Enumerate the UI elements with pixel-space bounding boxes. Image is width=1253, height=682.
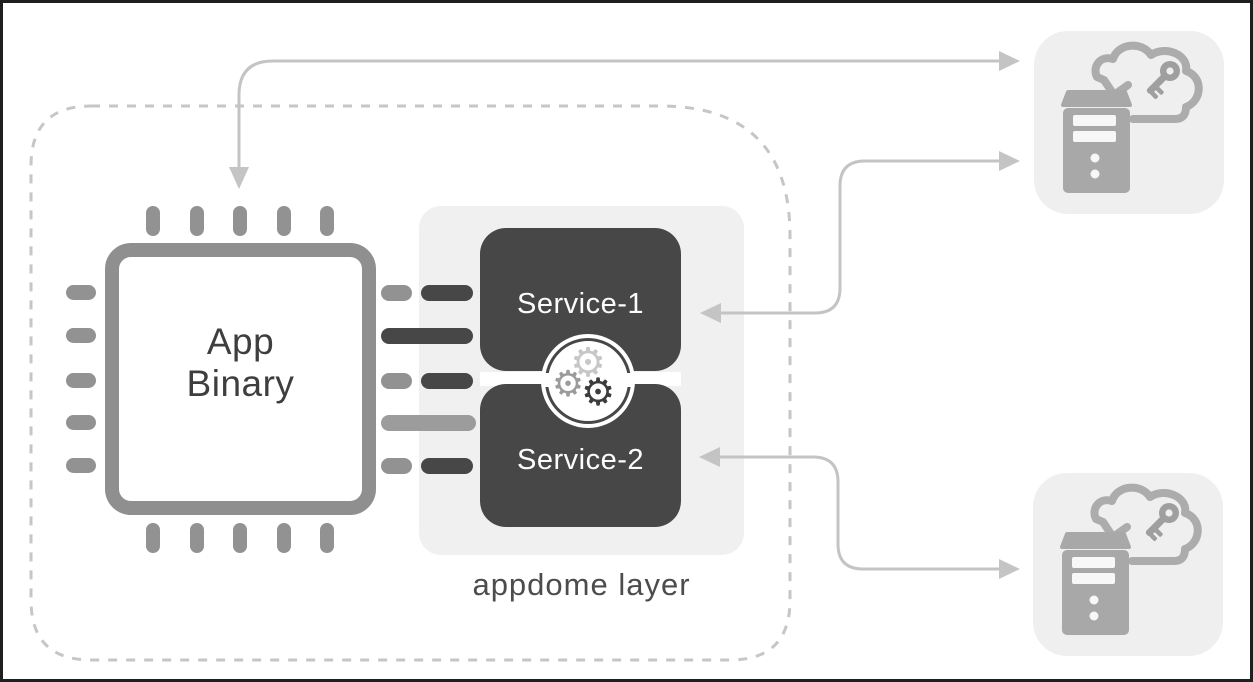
service-connector-bar (421, 285, 473, 301)
key-icon (1146, 61, 1180, 100)
chip-pin (233, 206, 247, 236)
server-cloud-key-icon (1061, 41, 1203, 193)
gear-icon: ⚙ (551, 364, 585, 405)
app-binary-label: App Binary (186, 321, 295, 404)
chip-connector-bar-long (381, 415, 476, 431)
chip-pin (66, 328, 96, 343)
chip-connector-pin (381, 285, 412, 301)
chip-pin (146, 523, 160, 553)
arrow-service2-to-bottom-server (699, 447, 1020, 579)
chip-pin (66, 458, 96, 473)
arrowhead-right (999, 51, 1020, 71)
service-1-label: Service-1 (517, 288, 644, 320)
arrowhead-right (999, 151, 1020, 171)
chip-pin (66, 373, 96, 388)
chip-pin (66, 285, 96, 300)
chip-pin (277, 206, 291, 236)
arrow-chip-to-top-server (229, 51, 1020, 189)
chip-pin (233, 523, 247, 553)
chip-pin (277, 523, 291, 553)
arrowhead-down (229, 167, 249, 189)
service-2-label: Service-2 (517, 444, 644, 476)
chip-pin (146, 206, 160, 236)
chip-connector-pin (381, 373, 412, 389)
gear-icon: ⚙ (580, 370, 616, 414)
cloud-icon (1090, 483, 1202, 565)
chip-pin (66, 415, 96, 430)
arrowhead-right (999, 559, 1020, 579)
appdome-layer-label: appdome layer (472, 567, 691, 602)
service-connector-bar-long (381, 328, 473, 344)
service-connector-bar (421, 458, 473, 474)
arrow-service1-to-top-server (700, 151, 1020, 323)
cloud-icon (1091, 41, 1203, 123)
server-cloud-key-icon (1060, 483, 1202, 635)
chip-pin (320, 206, 334, 236)
chip-pin (190, 206, 204, 236)
server-icon (1061, 90, 1132, 193)
chip-connector-pin (381, 458, 412, 474)
server-icon (1060, 532, 1131, 635)
key-server-top (1034, 31, 1224, 214)
chip-pin (190, 523, 204, 553)
chip-pin (320, 523, 334, 553)
key-server-bottom (1033, 473, 1223, 656)
key-icon (1145, 503, 1179, 542)
service-connector-bar (421, 373, 473, 389)
